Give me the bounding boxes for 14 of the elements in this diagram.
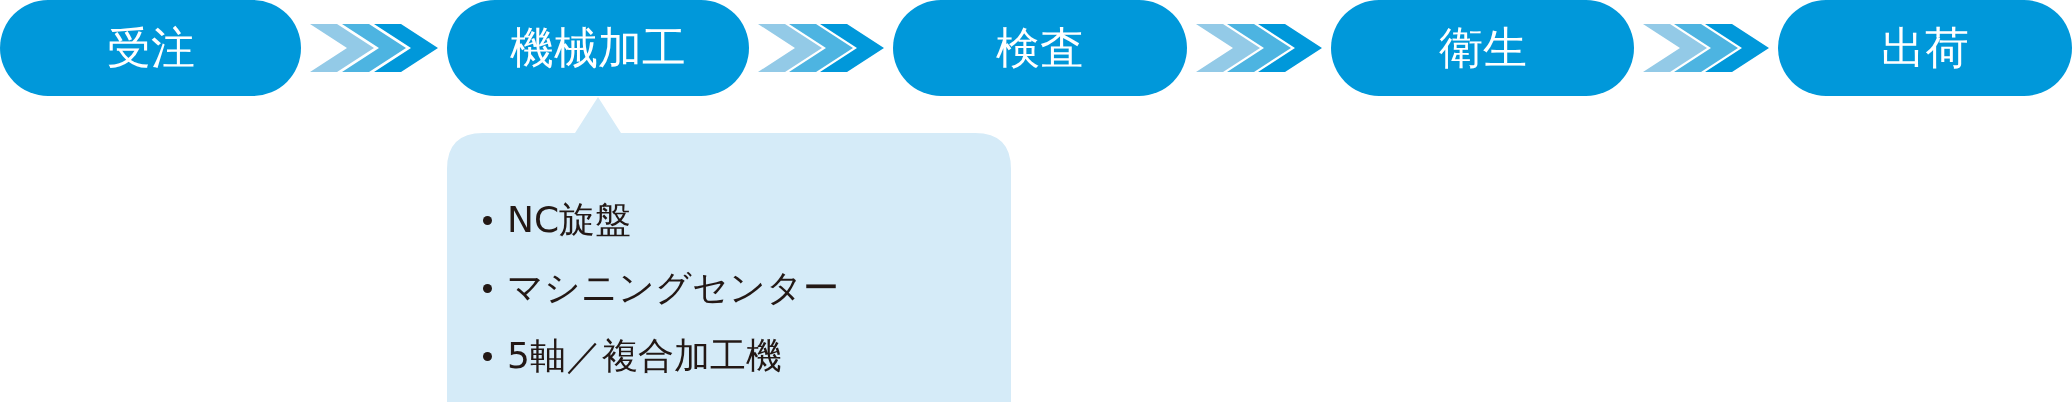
chevron-arrow: [758, 24, 884, 72]
list-item: NC旋盤: [507, 202, 632, 238]
list-item: 5軸／複合加工機: [507, 338, 782, 374]
chevron-arrow: [1643, 24, 1769, 72]
list-item: マシニングセンター: [507, 270, 839, 306]
process-pill: [1778, 0, 2072, 96]
step-label: 受注: [106, 26, 195, 70]
step-label: 検査: [996, 26, 1084, 70]
process-pill: [0, 0, 301, 96]
step-label: 機械加工: [510, 26, 686, 70]
step-label: 出荷: [1881, 26, 1969, 70]
chevron-arrow: [310, 24, 438, 72]
chevron-arrow: [1196, 24, 1322, 72]
step-label: 衛生: [1438, 26, 1527, 70]
